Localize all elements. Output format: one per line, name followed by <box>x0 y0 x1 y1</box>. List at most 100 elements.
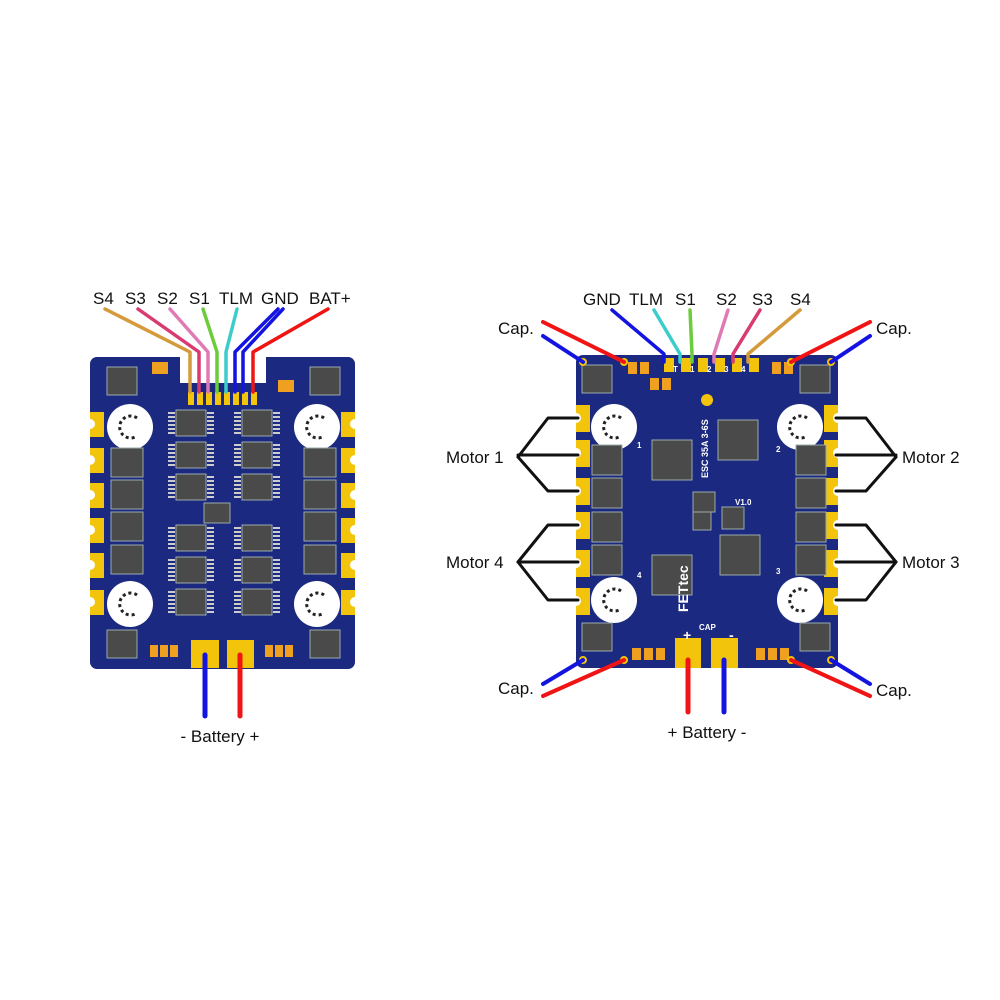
castellation <box>350 490 360 500</box>
motor-pad <box>341 483 355 508</box>
ic-pin <box>273 567 280 569</box>
ic-pin <box>168 607 175 609</box>
right-esc-board <box>571 355 843 668</box>
wire-s3 <box>731 308 762 364</box>
mosfet <box>110 479 144 510</box>
motor-pad <box>90 518 104 543</box>
ic-pin <box>273 424 280 426</box>
castellation <box>350 419 360 429</box>
driver-ic <box>241 441 273 469</box>
ic-pin <box>207 496 214 498</box>
ic-pin <box>168 464 175 466</box>
ic-pin <box>168 432 175 434</box>
wire-s1 <box>688 308 694 364</box>
mosfet <box>591 444 623 476</box>
ic-pin <box>207 591 214 593</box>
ic-pin <box>234 571 241 573</box>
ic-pin <box>207 432 214 434</box>
driver-ic <box>175 588 207 616</box>
mounting-hole <box>294 404 340 450</box>
ic-pin <box>207 420 214 422</box>
motor-pad <box>824 512 838 539</box>
ic-pin <box>273 432 280 434</box>
ic-pin <box>168 603 175 605</box>
ic-pin <box>207 579 214 581</box>
label-tlm: TLM <box>629 290 663 309</box>
castellation <box>85 455 95 465</box>
ic-pin <box>168 547 175 549</box>
castellation <box>85 419 95 429</box>
driver-ic <box>175 441 207 469</box>
mosfet <box>303 447 337 478</box>
ic-pin <box>273 464 280 466</box>
ic-pin <box>273 547 280 549</box>
mosfet <box>799 622 831 652</box>
wire-tlm <box>224 307 239 394</box>
mounting-hole-pattern <box>602 414 622 440</box>
smd-capacitor <box>772 362 781 374</box>
pin-label-2: 2 <box>707 365 712 374</box>
ic-pin <box>207 599 214 601</box>
label-s1: S1 <box>675 290 696 309</box>
ic-pin <box>273 428 280 430</box>
ic-pin <box>273 575 280 577</box>
wire-gnd <box>610 308 666 364</box>
ic-pin <box>168 496 175 498</box>
motor-pad <box>90 553 104 578</box>
cap-wire-negative <box>541 658 585 686</box>
motor-number-3: 3 <box>776 567 781 576</box>
motor-pad <box>576 512 590 539</box>
motor-pad <box>341 412 355 437</box>
ic-pin <box>234 575 241 577</box>
ic-pin <box>207 603 214 605</box>
header-pin-pad <box>224 392 230 405</box>
ic-pin <box>168 591 175 593</box>
motor-1-label: Motor 1 <box>446 448 504 467</box>
ic-pin <box>273 559 280 561</box>
cap-label-bottom-right: Cap. <box>876 681 912 700</box>
ic-pin <box>207 571 214 573</box>
ic-pin <box>234 531 241 533</box>
ic-pin <box>234 535 241 537</box>
motor-3-label: Motor 3 <box>902 553 960 572</box>
motor-pad <box>824 550 838 577</box>
mosfet <box>110 544 144 575</box>
ic-pin <box>273 595 280 597</box>
mcu-chip <box>651 439 693 481</box>
ic-pin <box>207 527 214 529</box>
header-pin-pad <box>664 358 674 372</box>
ic-pin <box>168 456 175 458</box>
ic-pin <box>207 484 214 486</box>
mosfet <box>795 477 827 509</box>
mounting-hole <box>591 577 637 623</box>
smd-capacitor <box>632 648 641 660</box>
wire-s1 <box>201 307 219 394</box>
smd-capacitor <box>780 648 789 660</box>
cap-wire-negative <box>829 658 872 686</box>
cap-wire-negative <box>829 334 872 364</box>
ic-pin <box>168 420 175 422</box>
mosfet <box>581 364 613 394</box>
mosfet <box>106 366 138 396</box>
ic-pin <box>273 579 280 581</box>
ic-pin <box>168 527 175 529</box>
smd-capacitor <box>150 645 158 657</box>
mosfet <box>309 629 341 659</box>
cap-wire-positive <box>541 320 626 364</box>
ic-pin <box>273 456 280 458</box>
ic-pin <box>168 488 175 490</box>
driver-ic <box>241 524 273 552</box>
ic-pin <box>168 563 175 565</box>
header-pin-pad <box>698 358 708 372</box>
wire-bat <box>251 307 330 394</box>
ic-pin <box>234 611 241 613</box>
ic-pin <box>207 607 214 609</box>
mosfet <box>799 364 831 394</box>
motor-wire <box>834 455 898 493</box>
header-pin-pad <box>233 392 239 405</box>
cap-wire-positive <box>789 658 872 698</box>
motor-pad <box>576 405 590 432</box>
mounting-hole-pattern <box>305 414 325 440</box>
ic-pin <box>273 563 280 565</box>
castellation <box>350 597 360 607</box>
